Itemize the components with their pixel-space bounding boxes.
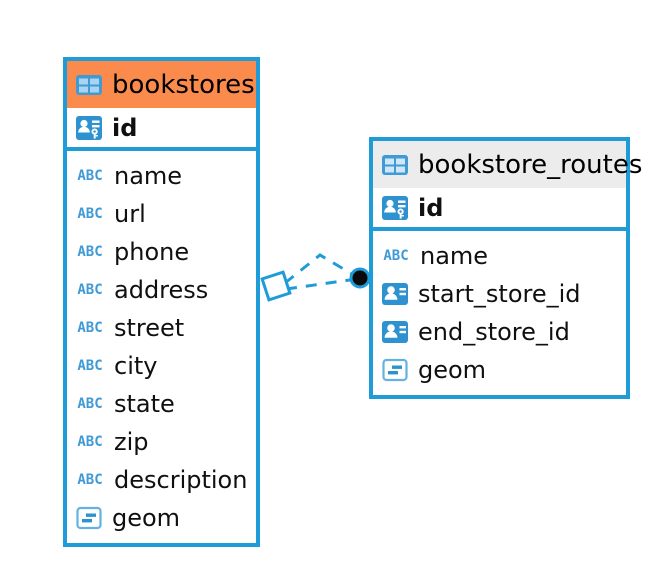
field-list-bookstore-routes: ABC name start_store_id [373,231,626,397]
foreign-key-icon [381,320,409,344]
field-row-name[interactable]: ABC name [373,237,626,275]
field-row-zip[interactable]: ABC zip [67,423,256,461]
field-row-name[interactable]: ABC name [67,157,256,195]
field-list-bookstores: ABC name ABC url ABC phone ABC address A… [67,151,256,545]
field-label: address [114,276,209,304]
field-label: description [114,466,248,494]
field-row-phone[interactable]: ABC phone [67,233,256,271]
field-row-geom[interactable]: geom [67,499,256,537]
abc-text-icon: ABC [383,248,409,264]
table-icon [75,74,103,96]
table-icon [381,154,409,176]
entity-header-bookstore-routes[interactable]: bookstore_routes [373,141,642,188]
field-label: phone [114,238,190,266]
entity-header-bookstores[interactable]: bookstores [67,61,256,108]
field-row-address[interactable]: ABC address [67,271,256,309]
field-label: url [114,200,146,228]
abc-text-icon: ABC [77,244,103,260]
abc-text-icon: ABC [77,396,103,412]
abc-text-icon: ABC [77,320,103,336]
foreign-key-icon [381,282,409,306]
entity-title: bookstore_routes [418,149,643,180]
field-row-end-store-id[interactable]: end_store_id [373,313,626,351]
field-label: end_store_id [418,318,570,346]
field-row-description[interactable]: ABC description [67,461,256,499]
field-label: geom [418,356,487,384]
field-label: geom [112,504,181,532]
field-row-city[interactable]: ABC city [67,347,256,385]
abc-text-icon: ABC [77,472,103,488]
abc-text-icon: ABC [77,282,103,298]
field-label: state [114,390,175,418]
abc-text-icon: ABC [77,434,103,450]
field-row-start-store-id[interactable]: start_store_id [373,275,626,313]
relationship-diamond-endpoint [260,270,292,302]
geometry-icon [381,358,409,382]
entity-title: bookstores [112,69,255,100]
field-label: city [114,352,158,380]
field-label: start_store_id [418,280,581,308]
relationship-line-lower [285,277,358,291]
abc-text-icon: ABC [77,358,103,374]
abc-text-icon: ABC [77,206,103,222]
field-label: id [112,113,138,142]
field-row-primary-key[interactable]: id [67,108,256,151]
field-row-street[interactable]: ABC street [67,309,256,347]
relationship-line-upper [284,253,358,285]
primary-key-icon [381,195,409,221]
field-label: id [418,193,444,222]
entity-table-bookstores[interactable]: bookstores id ABC [63,57,260,547]
field-label: name [114,162,183,190]
field-row-primary-key[interactable]: id [373,188,626,231]
field-row-geom[interactable]: geom [373,351,626,389]
relationship-circle-endpoint [349,267,371,289]
field-label: name [420,242,489,270]
geometry-icon [75,506,103,530]
field-label: zip [114,428,149,456]
field-row-state[interactable]: ABC state [67,385,256,423]
primary-key-icon [75,115,103,141]
field-row-url[interactable]: ABC url [67,195,256,233]
abc-text-icon: ABC [77,168,103,184]
entity-table-bookstore-routes[interactable]: bookstore_routes id ABC [369,137,642,399]
field-label: street [114,314,185,342]
